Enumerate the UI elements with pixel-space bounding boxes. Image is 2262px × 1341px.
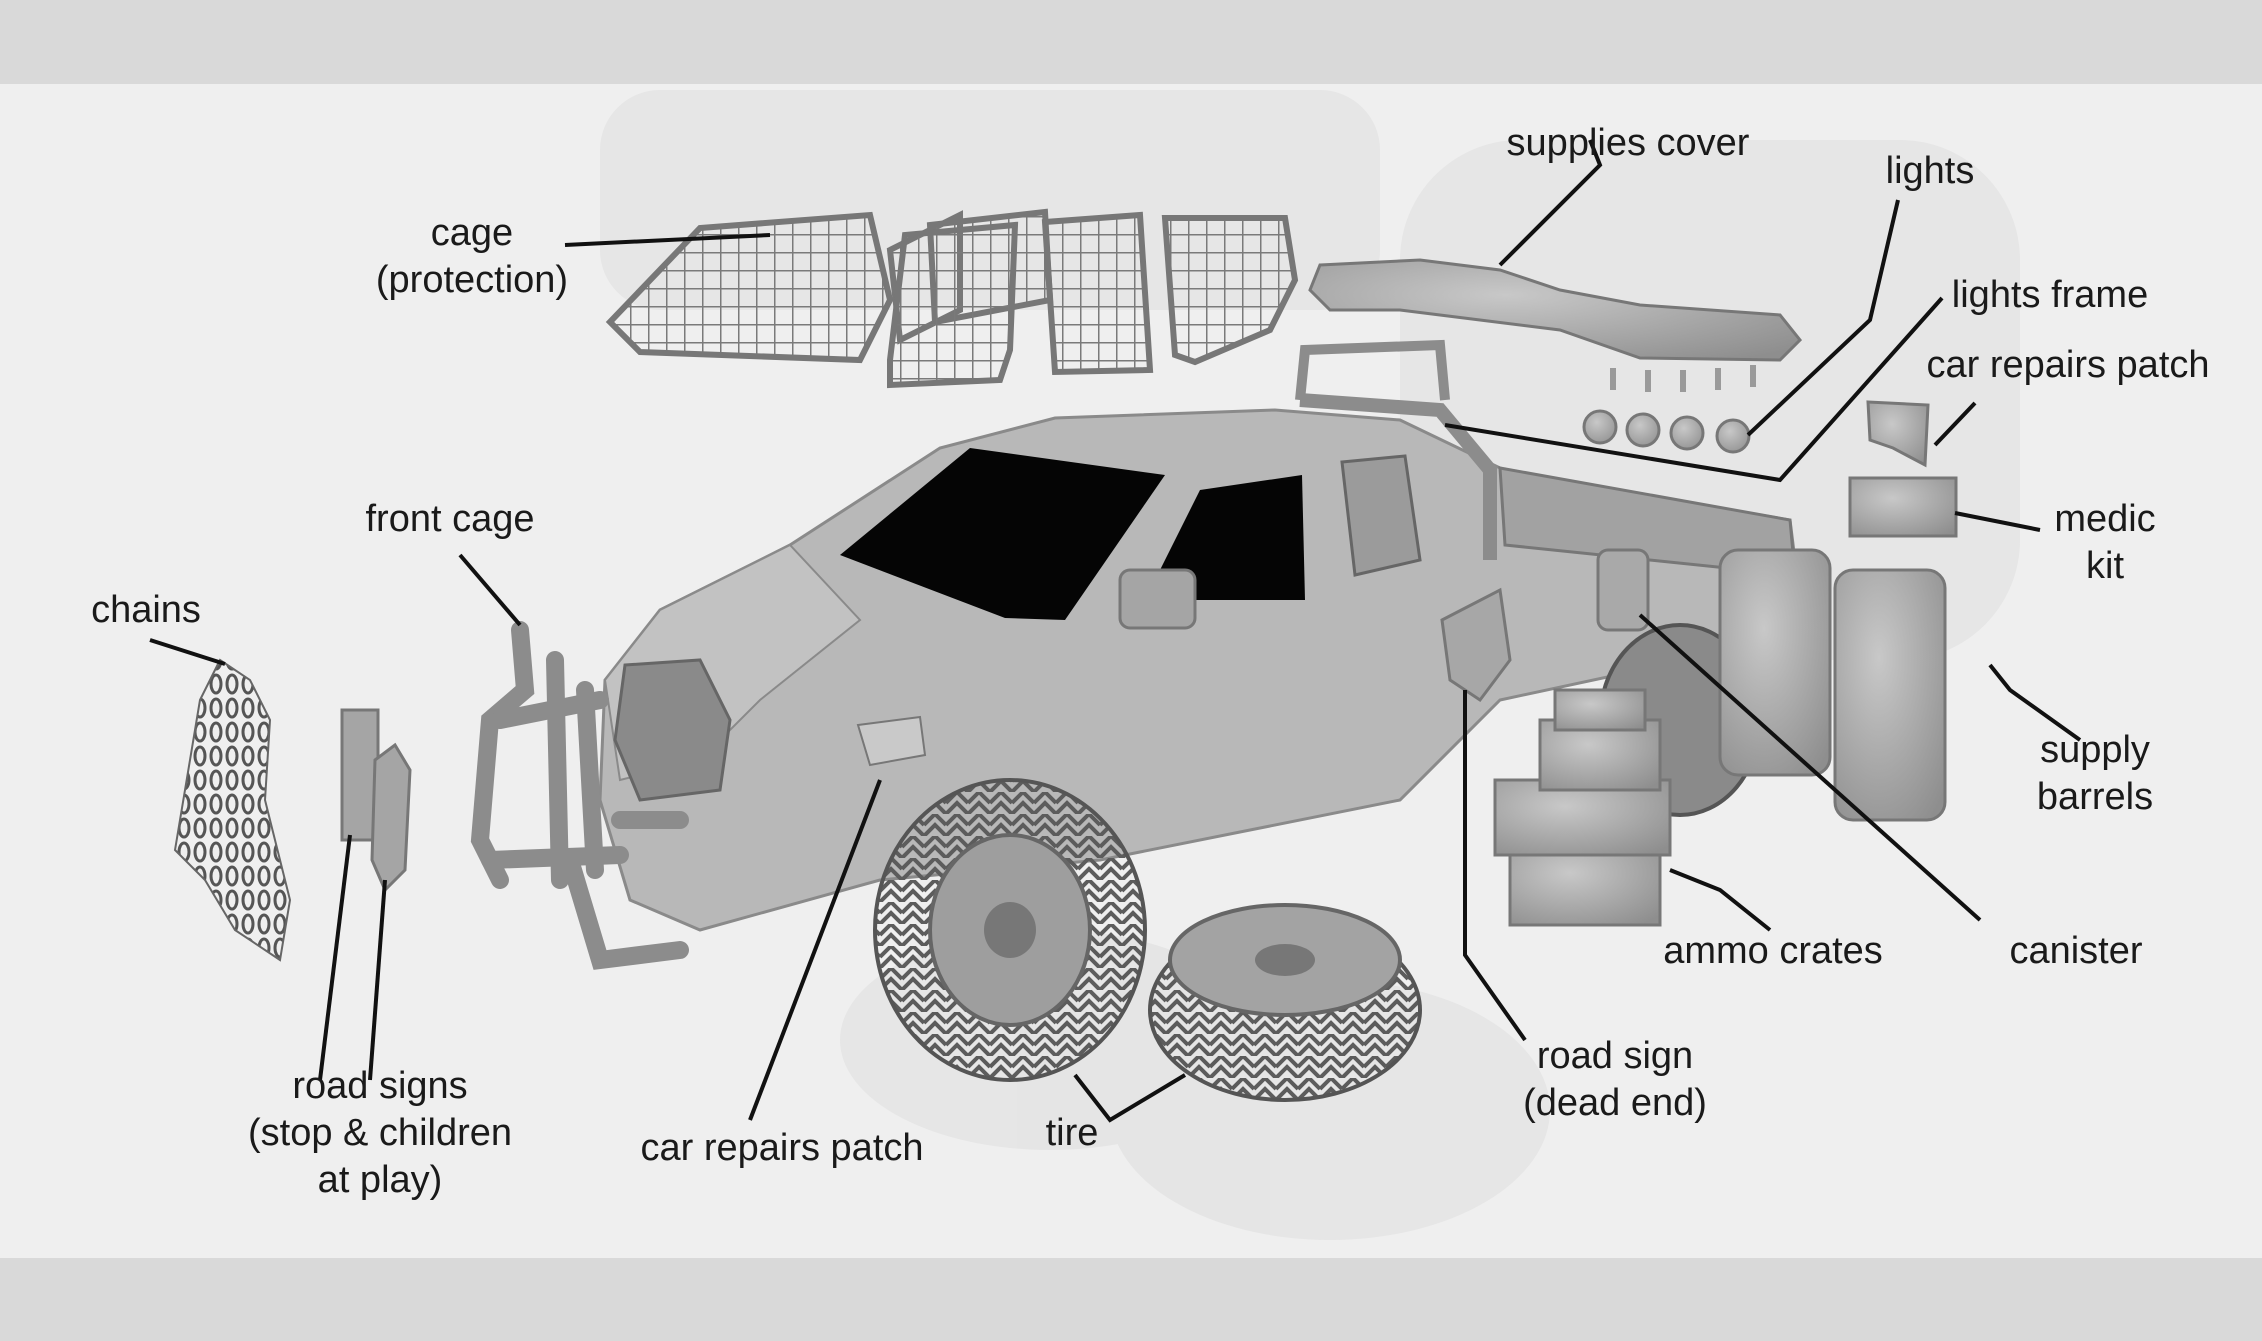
bottom-frame-band — [0, 1258, 2262, 1341]
label-lights-frame-text: lights frame — [1951, 274, 2149, 316]
label-tire-text: tire — [1045, 1112, 1099, 1154]
label-car-repairs-patch-top-text: car repairs patch — [1926, 344, 2210, 386]
label-car-repairs-patch-bottom-text: car repairs patch — [640, 1127, 924, 1169]
label-ammo-crates: ammo crates — [1663, 928, 1883, 975]
truck-side-mirror — [1118, 568, 1197, 630]
truck-grille — [613, 658, 732, 802]
label-road-signs-line1: road signs — [292, 1065, 468, 1107]
label-lights-text: lights — [1885, 150, 1975, 192]
label-medic-kit: medic kit — [2054, 496, 2155, 590]
label-cage-line2: (protection) — [375, 259, 569, 301]
label-front-cage: front cage — [366, 496, 535, 543]
label-medic-kit-line1: medic — [2054, 498, 2156, 540]
truck-rear-side-window — [1340, 454, 1422, 577]
label-supply-barrels: supply barrels — [2037, 727, 2153, 821]
label-front-cage-text: front cage — [365, 498, 535, 540]
label-chains-text: chains — [91, 589, 201, 631]
label-road-signs: road signs (stop & children at play) — [248, 1063, 512, 1204]
repair-patch-fender — [856, 715, 927, 767]
label-lights: lights — [1886, 148, 1975, 195]
label-car-repairs-patch-bottom: car repairs patch — [640, 1125, 923, 1172]
label-supplies-cover-text: supplies cover — [1506, 122, 1750, 164]
road-sign-children-at-play — [370, 742, 412, 893]
medic-kit-box — [1848, 476, 1958, 538]
ammo-crates — [1493, 688, 1672, 927]
front-tire — [873, 778, 1147, 1082]
light-domes — [1582, 409, 1751, 454]
label-lights-frame: lights frame — [1952, 272, 2148, 319]
label-road-sign-dead-end: road sign (dead end) — [1523, 1033, 1707, 1127]
truck-roll-bar — [1299, 393, 1497, 560]
truck-windshield — [840, 448, 1165, 620]
truck — [598, 393, 1802, 932]
label-canister: canister — [2009, 928, 2142, 975]
label-car-repairs-patch-top: car repairs patch — [1926, 342, 2209, 389]
canister-body — [1596, 548, 1650, 632]
top-frame-band — [0, 0, 2262, 84]
label-supplies-cover: supplies cover — [1507, 120, 1750, 167]
cage-panels — [605, 208, 1299, 389]
label-road-signs-line2: (stop & children — [247, 1112, 513, 1154]
label-cage: cage (protection) — [376, 210, 568, 304]
supplies-cover — [1308, 258, 1803, 362]
label-supply-barrels-line2: barrels — [2036, 776, 2154, 818]
label-tire: tire — [1046, 1110, 1099, 1157]
label-cage-line1: cage — [430, 212, 514, 254]
lights-frame-bar — [1295, 339, 1450, 401]
label-road-sign-line2: (dead end) — [1523, 1082, 1707, 1124]
label-road-sign-line1: road sign — [1536, 1035, 1694, 1077]
label-chains: chains — [91, 587, 201, 634]
cover-tassels — [1610, 365, 1756, 392]
label-road-signs-line3: at play) — [317, 1159, 443, 1201]
chains-pile — [173, 658, 292, 962]
spare-tire — [1148, 903, 1422, 1102]
label-canister-text: canister — [2009, 930, 2143, 972]
leader-lines — [149, 139, 2082, 1123]
road-sign-dead-end — [1440, 587, 1512, 703]
repair-patch-top — [1866, 400, 1930, 468]
front-cage — [470, 621, 689, 970]
label-supply-barrels-line1: supply — [2040, 729, 2150, 771]
label-ammo-crates-text: ammo crates — [1663, 930, 1883, 972]
label-medic-kit-line2: kit — [2086, 545, 2124, 587]
supply-barrels — [1718, 548, 1947, 822]
